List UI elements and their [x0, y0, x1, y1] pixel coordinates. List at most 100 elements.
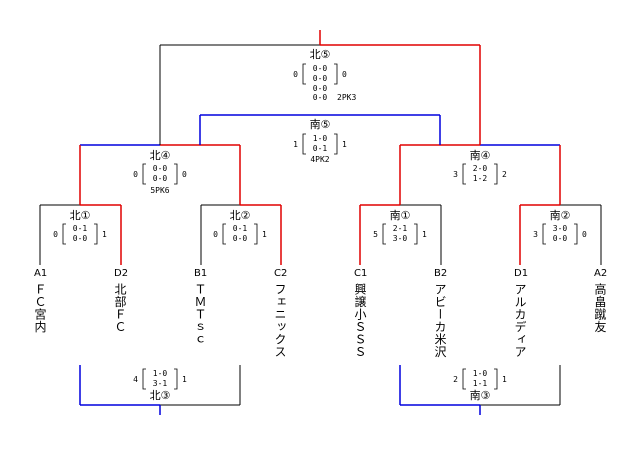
match-minami5-lines: [199, 114, 441, 145]
bracket-open: [382, 223, 386, 245]
bracket-open: [142, 163, 146, 185]
half-score-2: 3-1: [153, 379, 168, 388]
score-left: 3: [533, 230, 538, 239]
pk-result: 2PK3: [337, 93, 356, 102]
score-right: 1: [102, 230, 107, 239]
bracket-close: [94, 223, 98, 245]
match-kita5-label: 北⑤ 0 0 0-0 0-0 0-0 0-0 2PK3: [293, 48, 356, 102]
half-score-1: 1-0: [313, 134, 328, 143]
match-title: 北②: [230, 209, 251, 222]
match-title: 南⑤: [310, 118, 331, 131]
team-name: 高畠蹴友: [593, 283, 607, 333]
bracket-close: [254, 223, 258, 245]
team-name: ＦＣ宮内: [33, 283, 47, 333]
bracket-close: [494, 163, 498, 185]
match-minami2-label: 南② 3 0 3-0 0-0: [533, 209, 587, 245]
team-name: ＴＭＴｓｃ: [193, 283, 207, 346]
half-score-2: 1-2: [473, 174, 488, 183]
score-right: 1: [262, 230, 267, 239]
half-score-2: 0-1: [313, 144, 328, 153]
score-left: 0: [53, 230, 58, 239]
score-left: 3: [453, 170, 458, 179]
match-kita3-label: 4 1 1-0 3-1 北③: [133, 368, 187, 402]
score-right: 1: [502, 375, 507, 384]
half-score-1: 1-0: [153, 369, 168, 378]
score-right: 2: [502, 170, 507, 179]
team-seed: D2: [114, 268, 129, 279]
score-left: 5: [373, 230, 378, 239]
extra-score-2: 0-0: [313, 93, 328, 102]
match-minami1-label: 南① 5 1 2-1 3-0: [373, 209, 427, 245]
half-score-1: 1-0: [473, 369, 488, 378]
bracket-open: [62, 223, 66, 245]
team-seed: B2: [434, 268, 448, 279]
bracket-close: [174, 163, 178, 185]
half-score-1: 2-1: [393, 224, 408, 233]
bracket-close: [574, 223, 578, 245]
match-minami3-lines: [399, 365, 561, 415]
match-kita2-lines: [200, 204, 282, 265]
bracket-open: [222, 223, 226, 245]
match-minami5-label: 南⑤ 1 1 1-0 0-1 4PK2: [293, 118, 347, 164]
score-left: 1: [293, 140, 298, 149]
score-right: 1: [342, 140, 347, 149]
team-seed: C1: [354, 268, 368, 279]
half-score-2: 0-0: [553, 234, 568, 243]
half-score-1: 0-1: [233, 224, 248, 233]
bracket-open: [302, 63, 306, 85]
team-name: アルカディア: [513, 283, 527, 358]
half-score-2: 1-1: [473, 379, 488, 388]
team-seed: B1: [194, 268, 208, 279]
bracket-open: [462, 368, 466, 390]
score-left: 4: [133, 375, 138, 384]
match-kita3-lines: [79, 365, 241, 415]
match-title: 南④: [470, 149, 491, 162]
match-title: 北④: [150, 149, 171, 162]
score-right: 0: [182, 170, 187, 179]
score-right: 0: [582, 230, 587, 239]
score-right: 1: [182, 375, 187, 384]
half-score-2: 0-0: [153, 174, 168, 183]
match-minami1-lines: [359, 204, 442, 265]
match-kita4-label: 北④ 0 0 0-0 0-0 5PK6: [133, 149, 187, 195]
team-seed: A1: [34, 268, 48, 279]
half-score-2: 0-0: [313, 74, 328, 83]
bracket-close: [174, 368, 178, 390]
half-score-2: 0-0: [73, 234, 88, 243]
match-minami2-lines: [519, 204, 602, 265]
bracket-open: [142, 368, 146, 390]
score-left: 2: [453, 375, 458, 384]
match-kita2-label: 北② 0 1 0-1 0-0: [213, 209, 267, 245]
half-score-2: 3-0: [393, 234, 408, 243]
half-score-1: 0-0: [153, 164, 168, 173]
bracket-close: [334, 63, 338, 85]
score-left: 0: [213, 230, 218, 239]
team-name: フェニックス: [273, 283, 287, 358]
match-minami4-label: 南④ 3 2 2-0 1-2: [453, 149, 507, 185]
bracket-close: [334, 133, 338, 155]
match-title: 北⑤: [310, 48, 331, 61]
half-score-1: 0-1: [73, 224, 88, 233]
team-name: アビーカ米沢: [433, 283, 447, 358]
match-kita1-label: 北① 0 1 0-1 0-0: [53, 209, 107, 245]
bracket-open: [462, 163, 466, 185]
match-title: 南③: [470, 389, 491, 402]
score-left: 0: [293, 70, 298, 79]
match-title: 北③: [150, 389, 171, 402]
team-seed: A2: [594, 268, 608, 279]
half-score-2: 0-0: [233, 234, 248, 243]
half-score-1: 3-0: [553, 224, 568, 233]
score-right: 0: [342, 70, 347, 79]
bracket-close: [494, 368, 498, 390]
half-score-1: 0-0: [313, 64, 328, 73]
match-kita4-lines: [79, 144, 241, 205]
team-seed: D1: [514, 268, 529, 279]
bracket-open: [302, 133, 306, 155]
pk-result: 4PK2: [310, 155, 329, 164]
extra-score-1: 0-0: [313, 84, 328, 93]
half-score-1: 2-0: [473, 164, 488, 173]
match-kita1-lines: [39, 204, 122, 265]
bracket-close: [414, 223, 418, 245]
